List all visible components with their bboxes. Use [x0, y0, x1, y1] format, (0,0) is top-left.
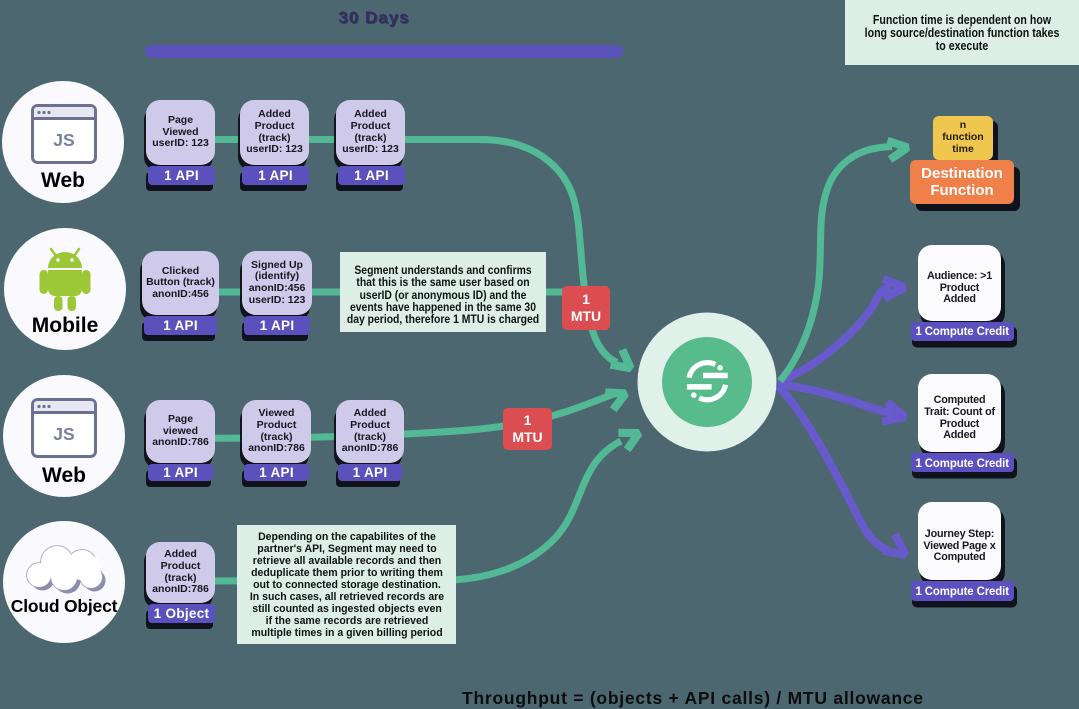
svg-text:JS: JS	[53, 130, 74, 150]
svg-text:JS: JS	[53, 424, 74, 444]
